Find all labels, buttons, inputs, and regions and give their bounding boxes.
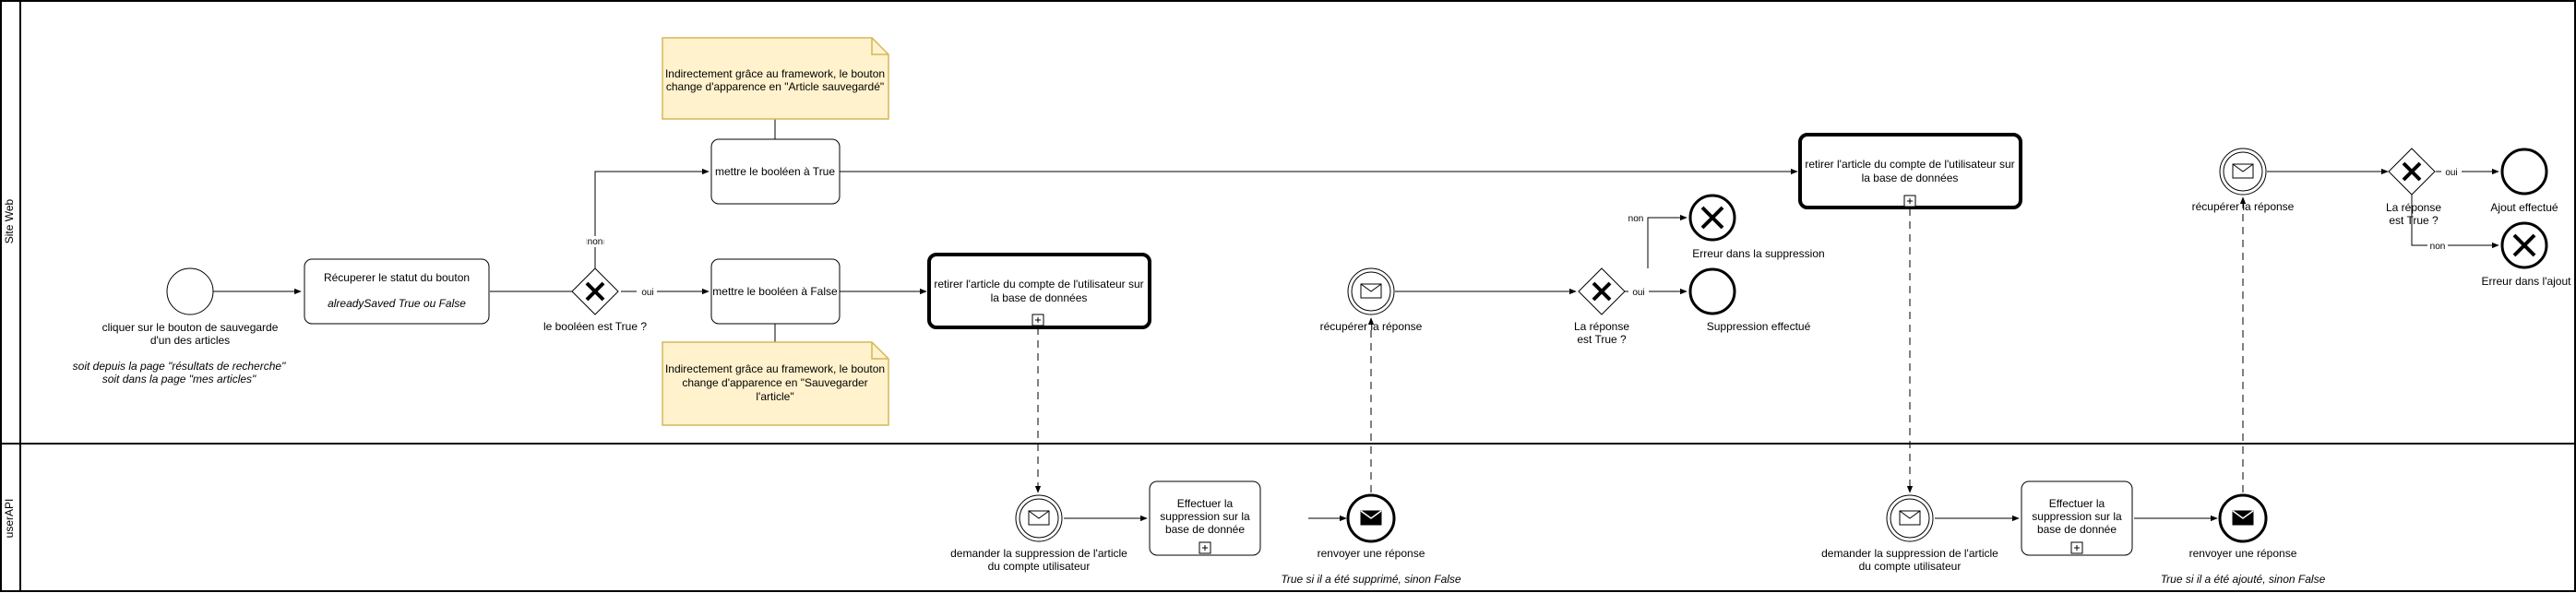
api-1-request-line2: du compte utilisateur (988, 560, 1091, 573)
api-2-task-line1: Effectuer la (2049, 497, 2105, 510)
exclusive-gateway-icon (1592, 281, 1612, 302)
note-save-article-line2: change d'apparence en "Sauvegarder (682, 376, 867, 389)
gateway-boolean-no-label: non (588, 237, 603, 247)
end-error-2-label: Erreur dans l'ajout (2481, 275, 2571, 288)
api-2-task (2021, 480, 2133, 556)
envelope-icon (1028, 510, 1050, 526)
api-2-request-line1: demander la suppression de l'article (1821, 547, 1998, 560)
note-article-saved-line2: change d'apparence en "Article sauvegard… (666, 80, 884, 93)
subprocess-remove-1-line2: la base de données (991, 291, 1088, 304)
api-1-task-line1: Effectuer la (1177, 497, 1234, 510)
end-ok-2 (2500, 148, 2548, 196)
cancel-icon (2512, 233, 2536, 257)
gateway-reply-1-line2: est True ? (1577, 333, 1627, 346)
envelope-filled-icon (2232, 510, 2254, 526)
gateway-reply-2-line2: est True ? (2389, 214, 2439, 227)
api-2-reply-label: renvoyer une réponse (2189, 547, 2297, 560)
gateway-reply-1-no: non (1628, 214, 1644, 224)
start-label-2: d'un des articles (150, 334, 230, 347)
task-get-status-title: Récuperer le statut du bouton (324, 271, 470, 284)
cancel-icon (1700, 206, 1724, 230)
subprocess-remove-2 (1798, 133, 2022, 209)
api-1-reply-label: renvoyer une réponse (1318, 547, 1425, 560)
note-save-article-line3: l'article" (756, 390, 793, 403)
envelope-filled-icon (1360, 510, 1382, 526)
exclusive-gateway-icon (2402, 161, 2422, 182)
api-1-task (1149, 480, 1261, 556)
start-event (166, 267, 214, 315)
gateway-reply-2-line1: La réponse (2386, 201, 2441, 214)
api-1-task-line2: suppression sur la (1160, 510, 1250, 523)
start-note-2: soit dans la page "mes articles" (102, 373, 256, 385)
api-2-reply-note: True si il a été ajouté, sinon False (2161, 573, 2326, 586)
end-ok-2-label: Ajout effectué (2490, 201, 2558, 214)
end-ok-1 (1688, 267, 1736, 315)
api-2-request-line2: du compte utilisateur (1859, 560, 1962, 573)
api-2-task-line3: base de donnée (2037, 523, 2117, 536)
note-save-article-line1: Indirectement grâce au framework, le bou… (665, 362, 885, 375)
gateway-reply-1-yes: oui (1632, 288, 1644, 298)
note-article-saved (662, 37, 889, 120)
task-set-false (710, 258, 841, 325)
task-set-true (710, 138, 841, 205)
subprocess-remove-2-line2: la base de données (1862, 172, 1959, 184)
start-label-1: cliquer sur le bouton de sauvegarde (102, 321, 279, 334)
subprocess-remove-1 (927, 253, 1151, 329)
api-1-task-line3: base de donnée (1165, 523, 1245, 536)
exclusive-gateway-icon (585, 281, 605, 302)
task-set-false-label: mettre le booléen à False (712, 285, 838, 298)
gateway-boolean-yes-label: oui (641, 288, 653, 298)
start-note-1: soit depuis la page "résultats de recher… (73, 360, 286, 373)
api-1-reply-note: True si il a été supprimé, sinon False (1281, 573, 1461, 586)
end-ok-1-label: Suppression effectué (1707, 320, 1811, 333)
lane-title-api: userAPI (3, 499, 16, 539)
envelope-icon (1899, 510, 1921, 526)
task-get-status (304, 258, 490, 325)
note-article-saved-line1: Indirectement grâce au framework, le bou… (665, 67, 885, 80)
note-save-article (662, 341, 889, 426)
gateway-boolean-label: le booléen est True ? (543, 320, 647, 333)
gateway-reply-2-yes: oui (2445, 168, 2457, 178)
gateway-reply-1-line1: La réponse (1574, 320, 1629, 333)
envelope-icon (1360, 283, 1382, 299)
lane-title-web: Site Web (3, 198, 16, 243)
task-set-true-label: mettre le booléen à True (715, 165, 835, 178)
subprocess-remove-2-line1: retirer l'article du compte de l'utilisa… (1805, 158, 2014, 171)
end-error-1-label: Erreur dans la suppression (1692, 247, 1824, 260)
catch-reply-1-label: récupérer la réponse (1320, 320, 1423, 333)
task-get-status-detail: alreadySaved True ou False (328, 297, 466, 310)
api-2-task-line2: suppression sur la (2032, 510, 2122, 523)
catch-reply-2-label: récupérer la réponse (2192, 200, 2295, 213)
envelope-icon (2232, 163, 2254, 179)
subprocess-remove-1-line1: retirer l'article du compte de l'utilisa… (934, 278, 1143, 291)
api-1-request-line1: demander la suppression de l'article (950, 547, 1127, 560)
gateway-reply-2-no: non (2430, 242, 2446, 252)
